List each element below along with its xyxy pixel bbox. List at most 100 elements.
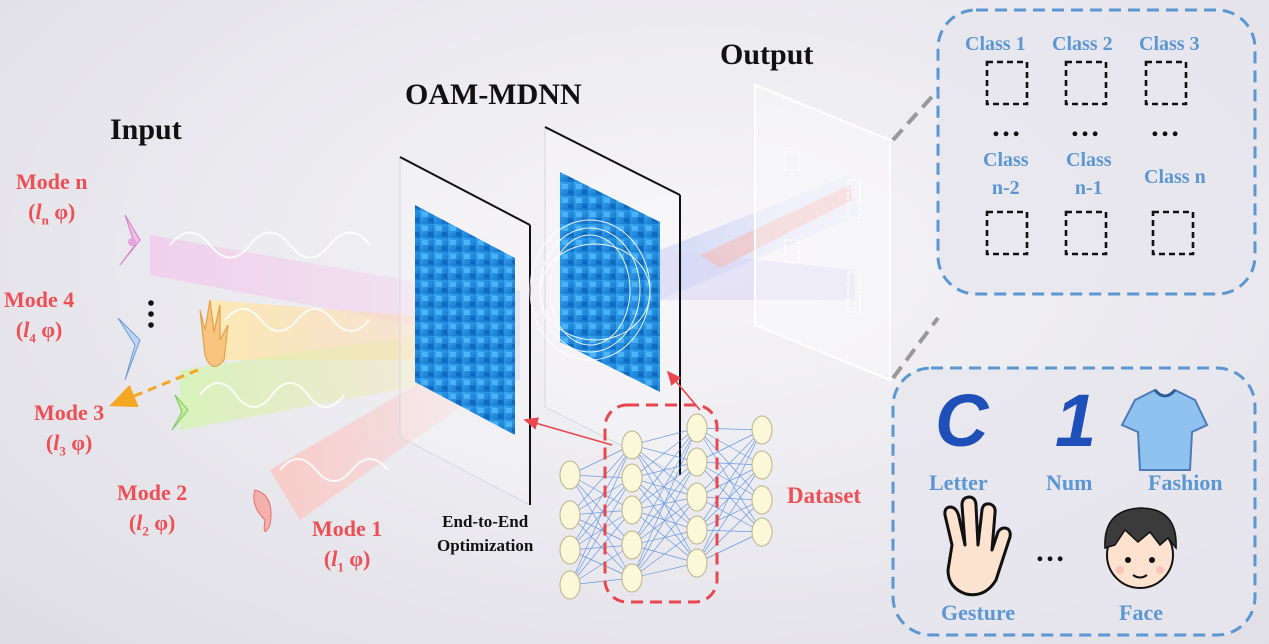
nn-connection — [696, 464, 763, 564]
nn-neuron — [559, 570, 581, 600]
network-title: OAM-MDNN — [405, 78, 582, 111]
class-3-detector — [1144, 60, 1188, 106]
nn-connection — [631, 496, 698, 579]
class-ellipsis-3: … — [1150, 110, 1181, 143]
nn-neuron — [751, 485, 773, 515]
nn-neuron — [751, 415, 773, 445]
mode-2-formula: (l2 φ) — [128, 510, 176, 539]
class-2-label: Class 2 — [1052, 33, 1113, 55]
nn-connection — [631, 477, 698, 498]
nn-neuron — [559, 535, 581, 565]
mode-1-label: Mode 1 (l1 φ) — [312, 514, 382, 582]
nn-neuron — [686, 413, 708, 443]
nn-connection — [569, 444, 633, 586]
mode-ellipsis-dots — [148, 300, 154, 328]
class-1-detector — [985, 60, 1029, 106]
mode-4-label: Mode 4 (l4 φ) — [4, 285, 74, 353]
letter-label: Letter — [929, 470, 988, 495]
letter-example-glyph: C — [935, 379, 989, 462]
mode-3-label: Mode 3 (l3 φ) — [34, 398, 104, 466]
nn-connection — [631, 461, 698, 579]
nn-connection — [696, 429, 763, 564]
nn-neuron — [751, 517, 773, 547]
nn-connection — [631, 461, 698, 479]
dataset-ellipsis: … — [1035, 535, 1066, 568]
mode-n-name: Mode n — [16, 169, 88, 194]
class-ellipsis-1: … — [991, 110, 1022, 143]
nn-connection — [569, 477, 633, 586]
nn-connection — [696, 429, 763, 531]
nn-neuron — [621, 463, 643, 493]
class-ellipsis-2: … — [1070, 110, 1101, 143]
nn-neuron — [559, 460, 581, 490]
gesture-label: Gesture — [941, 600, 1016, 625]
optimization-line-1: End-to-End — [442, 512, 529, 531]
class-1-label: Class 1 — [965, 33, 1026, 55]
beam-out-2 — [660, 250, 855, 300]
optimization-arrow-1 — [523, 417, 613, 446]
nn-connection — [631, 427, 698, 546]
mode-3-name: Mode 3 — [34, 400, 105, 425]
nn-connection — [631, 444, 698, 498]
mode-1-formula: (l1 φ) — [323, 546, 371, 575]
nn-neuron — [621, 430, 643, 460]
num-label: Num — [1046, 470, 1093, 495]
nn-connection — [696, 531, 763, 564]
nn-connection — [569, 444, 633, 516]
mode-4-formula: (l4 φ) — [15, 317, 63, 346]
nn-neuron — [686, 447, 708, 477]
nn-connection — [569, 509, 633, 551]
neural-network — [559, 413, 773, 600]
mode-1-name: Mode 1 — [312, 516, 383, 541]
nn-connection — [696, 427, 763, 431]
zoom-line-bottom — [891, 316, 940, 380]
light-propagation-swirl — [529, 219, 651, 361]
output-plane — [754, 83, 891, 382]
nn-connection — [569, 544, 633, 586]
mode-n-formula: (ln φ) — [28, 199, 76, 228]
optimization-line-2: Optimization — [437, 536, 534, 555]
nn-connection — [569, 477, 633, 516]
face-label: Face — [1119, 600, 1163, 625]
nn-neuron — [686, 548, 708, 578]
mode-4-phase-icon — [117, 317, 141, 381]
nn-connection — [631, 427, 698, 479]
mode-3-formula: (l3 φ) — [45, 430, 93, 459]
class-detector-boxes — [985, 60, 1195, 256]
mode-2-phase-icon — [253, 489, 272, 532]
nn-connection — [569, 514, 633, 579]
nn-connection — [631, 529, 698, 579]
nn-connection — [569, 549, 633, 579]
nn-connection — [569, 474, 633, 579]
nn-connection — [569, 474, 633, 546]
optimization-arrow-2 — [666, 370, 701, 411]
mode-2-name: Mode 2 — [117, 480, 188, 505]
mode-n-phase-icon — [119, 214, 141, 266]
nn-connection — [569, 444, 633, 551]
beam-mode-1 — [270, 365, 470, 520]
class-n-detector — [1151, 210, 1195, 256]
nn-neuron — [686, 482, 708, 512]
number-example-glyph: 1 — [1055, 379, 1097, 462]
nn-connection — [696, 427, 763, 466]
output-title: Output — [720, 38, 814, 71]
nn-connection — [696, 464, 763, 531]
nn-connection — [631, 444, 698, 463]
nn-connection — [631, 562, 698, 579]
trainable-layers-box — [603, 403, 719, 604]
mode-4-name: Mode 4 — [4, 287, 75, 312]
nn-connection — [696, 464, 763, 498]
mode-3-phase-icon — [171, 394, 189, 431]
class-n-1-detector — [1064, 210, 1108, 256]
fashion-label: Fashion — [1148, 470, 1223, 495]
dataset-label: Dataset — [787, 483, 862, 508]
nn-connection — [631, 509, 698, 564]
beam-out-red — [700, 185, 852, 268]
input-title: Input — [110, 113, 182, 146]
optimization-label: End-to-End Optimization — [437, 510, 533, 558]
nn-neuron — [621, 495, 643, 525]
nn-connection — [631, 427, 698, 579]
nn-connection — [696, 529, 763, 533]
